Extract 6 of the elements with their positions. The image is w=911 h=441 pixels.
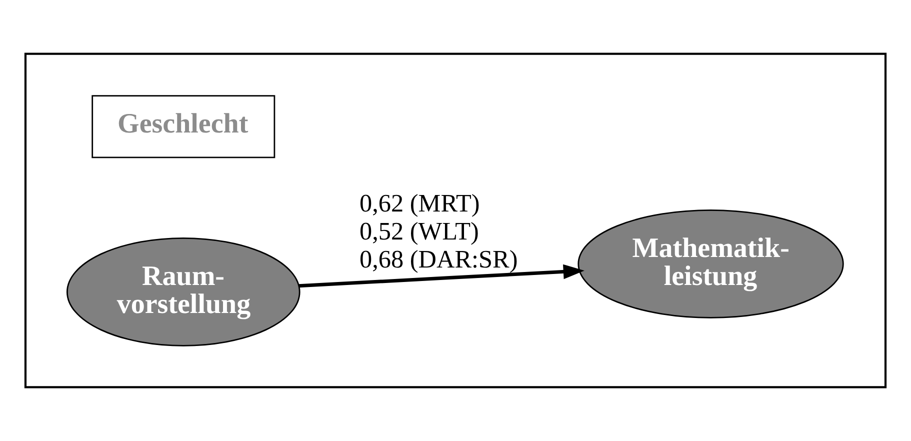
node-box: Geschlecht xyxy=(92,95,276,158)
arrow xyxy=(298,264,584,288)
node-ellipse: Raum- vorstellung xyxy=(66,238,300,346)
cluster xyxy=(24,52,887,388)
node-ellipse: Mathematik- leistung xyxy=(578,209,844,318)
edge-label: 0,62 (MRT) 0,52 (WLT) 0,68 (DAR:SR) xyxy=(360,190,518,274)
